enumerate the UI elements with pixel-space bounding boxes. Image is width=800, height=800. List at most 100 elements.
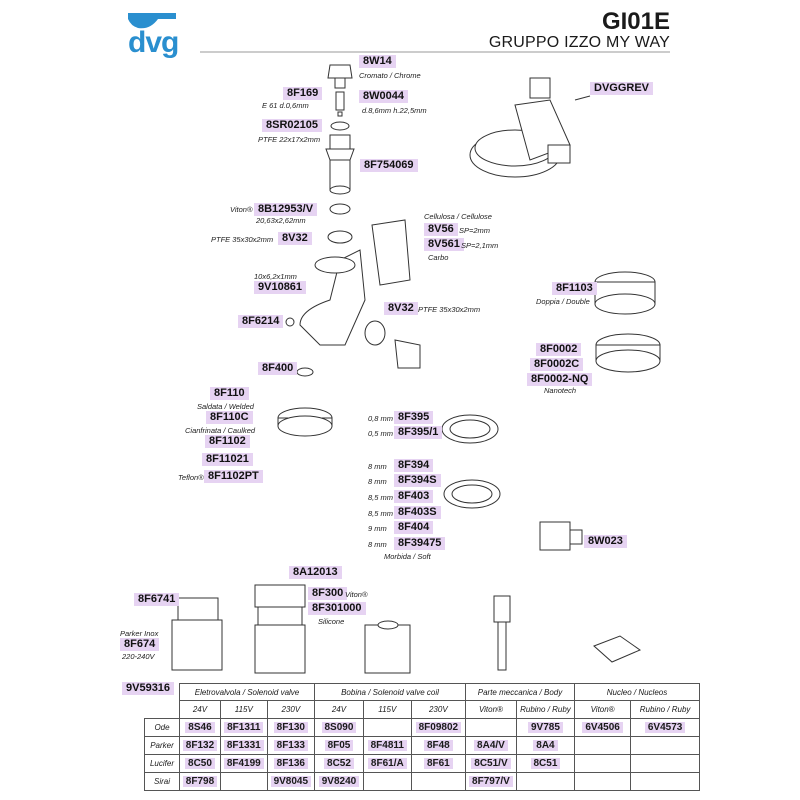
part-note: Viton® [345, 590, 368, 599]
table-cell[interactable]: 8F61/A [362, 753, 412, 773]
part-code[interactable]: 8F0002C [530, 358, 584, 371]
table-cell [630, 771, 700, 791]
table-cell[interactable]: 8C51 [515, 753, 576, 773]
part-code[interactable]: 8F11021 [202, 453, 253, 466]
table-row-label: Parker [144, 735, 180, 755]
table-row: Parker 8F132 8F1331 8F133 8F05 8F4811 8F… [144, 735, 700, 755]
part-code[interactable]: 8F110C [206, 411, 253, 424]
table-cell [362, 771, 412, 791]
table-cell[interactable]: 8F61 [410, 753, 467, 773]
table-cell[interactable]: 8F132 [179, 735, 221, 755]
table-cell [410, 771, 467, 791]
table-cell[interactable]: 8C51/V [465, 753, 517, 773]
table-cell[interactable]: 9V785 [515, 717, 576, 737]
part-code[interactable]: 8F169 [283, 87, 323, 100]
table-cell[interactable]: 8F1331 [219, 735, 268, 755]
part-code[interactable]: 8F1102 [205, 435, 250, 448]
parts-table: Eletrovalvola / Solenoid valve Bobina / … [144, 683, 700, 791]
connector-drawing [539, 521, 583, 551]
part-code[interactable]: 8A12013 [289, 566, 342, 579]
part-code[interactable]: 8F395 [394, 411, 434, 424]
part-code[interactable]: 8F754069 [360, 159, 418, 172]
table-cell[interactable]: 8F136 [266, 753, 316, 773]
part-note: Teflon® [178, 473, 204, 482]
table-cell [573, 735, 632, 755]
part-code[interactable]: 8W14 [359, 55, 396, 68]
table-row: Lucifer 8C50 8F4199 8F136 8C52 8F61/A 8F… [144, 753, 700, 773]
part-code[interactable]: 8F404 [394, 521, 434, 534]
part-note: 9 mm [368, 524, 387, 533]
part-code[interactable]: 8F300 [308, 587, 348, 600]
table-cell[interactable]: 8F1311 [219, 717, 268, 737]
part-code[interactable]: 8V32 [384, 302, 418, 315]
table-cell[interactable]: 8F130 [266, 717, 316, 737]
table-row-label: Lucifer [144, 753, 180, 773]
table-cell [362, 717, 412, 737]
table-cell[interactable]: 8S46 [179, 717, 221, 737]
part-code[interactable]: 8F0002-NQ [527, 373, 593, 386]
table-cell[interactable]: 8F48 [410, 735, 467, 755]
part-code[interactable]: 9V59316 [122, 682, 175, 695]
part-code[interactable]: 8F403S [394, 506, 441, 519]
part-note: 10x6,2x1mm [254, 272, 297, 281]
table-cell[interactable]: 8C50 [179, 753, 221, 773]
part-code[interactable]: 8SR02105 [262, 119, 322, 132]
table-group-header: Bobina / Solenoid valve coil [314, 683, 466, 701]
part-code[interactable]: 9V10861 [254, 281, 307, 294]
part-code[interactable]: 8F400 [258, 362, 298, 375]
part-code[interactable]: 8F674 [120, 638, 160, 651]
table-cell[interactable]: 8F4811 [362, 735, 412, 755]
table-row-label: Ode [144, 717, 180, 737]
part-code[interactable]: 8F0002 [536, 343, 582, 356]
part-code[interactable]: 8F403 [394, 490, 434, 503]
part-code[interactable]: 8F110 [210, 387, 249, 400]
part-code[interactable]: 8V32 [278, 232, 312, 245]
part-code[interactable]: 8F301000 [308, 602, 366, 615]
part-code[interactable]: 8W0044 [359, 90, 408, 103]
solenoid-valves-drawing [171, 584, 642, 674]
table-cell[interactable]: 9V8045 [266, 771, 316, 791]
dvggrev-group-drawing [469, 77, 591, 178]
table-cell[interactable]: 8F797/V [465, 771, 517, 791]
part-code[interactable]: 8W023 [584, 535, 627, 548]
table-subheader: 230V [410, 700, 467, 719]
page-code: GI01E [601, 8, 670, 35]
part-code[interactable]: 8F1102PT [204, 470, 263, 483]
dvg-logo-cup [128, 13, 176, 29]
part-code[interactable]: 8F6214 [238, 315, 284, 328]
part-code[interactable]: 8F395/1 [394, 426, 443, 439]
table-cell[interactable]: 8A4 [515, 735, 576, 755]
table-cell[interactable]: 9V8240 [314, 771, 364, 791]
part-code[interactable]: DVGGREV [590, 82, 654, 95]
table-cell [573, 753, 632, 773]
part-code[interactable]: 8B12953/V [254, 203, 318, 216]
part-code[interactable]: 8F6741 [134, 593, 180, 606]
part-code[interactable]: 8V561 [424, 238, 464, 251]
part-note: E 61 d.0,6mm [262, 101, 309, 110]
table-cell[interactable]: 8A4/V [465, 735, 517, 755]
page-title: GRUPPO IZZO MY WAY [488, 34, 670, 51]
part-code[interactable]: 8F1103 [552, 282, 597, 295]
part-code[interactable]: 8F394S [394, 474, 441, 487]
table-cell[interactable]: 8C52 [314, 753, 364, 773]
brand-logo: dvg [128, 26, 179, 59]
table-subheader: Rubino / Ruby [515, 700, 576, 719]
part-note: 8 mm [368, 462, 387, 471]
part-note: 20,63x2,62mm [256, 216, 306, 225]
part-code[interactable]: 8F394 [394, 459, 434, 472]
table-cell[interactable]: 8F133 [266, 735, 316, 755]
table-cell[interactable]: 6V4573 [630, 717, 700, 737]
part-note: 8 mm [368, 477, 387, 486]
shower-drawing [277, 367, 333, 437]
part-note: d.8,6mm h.22,5mm [362, 106, 427, 115]
table-cell[interactable]: 8F05 [314, 735, 364, 755]
table-cell[interactable]: 8F09802 [410, 717, 467, 737]
part-code[interactable]: 8F39475 [394, 537, 446, 550]
table-cell[interactable]: 8F4199 [219, 753, 268, 773]
table-group-header: Eletrovalvola / Solenoid valve [179, 683, 315, 701]
table-cell[interactable]: 8S090 [314, 717, 364, 737]
part-code[interactable]: 8V56 [424, 223, 458, 236]
table-cell[interactable]: 8F798 [179, 771, 221, 791]
table-cell[interactable]: 6V4506 [573, 717, 632, 737]
part-note: Cromato / Chrome [359, 71, 421, 80]
